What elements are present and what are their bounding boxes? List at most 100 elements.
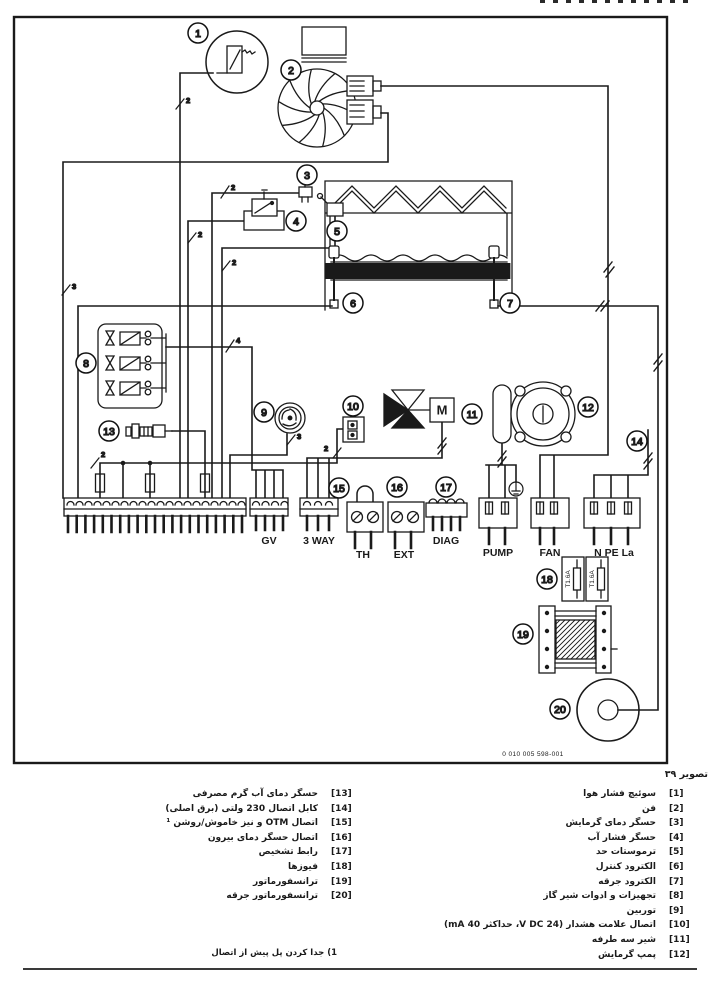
callout-12: 12 [577,396,599,418]
wires [62,72,659,711]
callout-1: 1 [187,22,209,44]
callout-13: 13 [98,420,120,442]
mains-connector: N PE La [583,497,641,559]
legend-item-num: [11] [669,934,690,945]
svg-text:2: 2 [231,183,235,192]
callout-9: 9 [253,401,275,423]
svg-text:2: 2 [324,444,328,453]
svg-text:12: 12 [582,402,594,414]
svg-text:15: 15 [333,483,345,495]
legend-item-text: حسگر فشار آب [587,832,656,843]
svg-text:4: 4 [293,216,299,228]
callout-16: 16 [386,476,408,498]
legend-item: پمپ گرمایش[12] [276,950,696,965]
legend-item: سوئیچ فشار هوا[1] [276,789,696,804]
cable-break-marks [437,261,663,470]
legend-item-text: ترانسفورماتور [252,876,318,887]
svg-text:5: 5 [334,226,340,238]
gas-valve-assembly [97,323,167,409]
svg-text:T1.6A: T1.6A [589,570,596,588]
legend-item-num: [19] [331,876,352,887]
diagram-frame [12,15,669,765]
diagram-code: 0 010 005 598-001 [502,751,564,758]
legend-item-text: شیر سه طرفه [591,934,656,945]
legend-item-text: ترموستات حد [596,847,656,858]
legend-item: رابط تشخیص [17] [6,847,358,862]
heating-pump [492,381,576,447]
gv-connector: GV [249,497,289,547]
svg-text:EXT: EXT [394,549,415,561]
svg-text:4: 4 [236,336,241,345]
legend-item-num: [6] [669,861,684,872]
svg-text:7: 7 [507,298,513,310]
callout-11: 11 [461,403,483,425]
svg-text:2: 2 [101,450,105,459]
pump-connector: PUMP [478,497,518,559]
legend-item: الکترود جرقه[7] [276,877,696,892]
svg-text:T1.6A: T1.6A [565,570,572,588]
svg-text:20: 20 [554,704,566,716]
th-terminal: TH [346,485,384,561]
svg-text:3: 3 [72,282,76,291]
svg-text:2: 2 [186,96,190,105]
callout-3: 3 [296,164,318,186]
svg-text:M: M [437,403,448,418]
clipped-page-header-text [540,0,690,3]
legend-item: کابل اتصال 230 ولتی (برق اصلی) [14] [6,804,358,819]
callout-2: 2 [280,59,302,81]
legend-item-num: [14] [331,803,352,814]
callout-10: 10 [342,395,364,417]
legend-item: اتصال حسگر دمای بیرون[16] [6,833,358,848]
fan [277,26,382,148]
legend-item-num: [7] [669,876,684,887]
svg-text:11: 11 [467,409,478,421]
svg-text:13: 13 [103,426,115,438]
dhw-temp-sensor [125,423,173,439]
legend-item-text: تجهیزات و ادوات شیر گاز [543,891,656,902]
legend-item: توربین[9] [276,906,696,921]
turbine [274,402,306,434]
alarm-connector [342,416,365,443]
svg-text:2: 2 [232,258,236,267]
legend-item: شیر سه طرفه [11] [276,935,696,950]
legend-item: ترانسفورماتور جرقه[20] [6,891,358,906]
legend-item-num: [16] [331,832,352,843]
legend-item-num: [3] [669,818,684,829]
legend-item-num: [20] [331,891,352,902]
svg-text:2: 2 [198,230,202,239]
legend-column-left: حسگر دمای آب گرم مصرفی[13] کابل اتصال 23… [6,789,358,906]
legend-item-num: [17] [331,847,352,858]
legend-item-num: [12] [669,949,690,960]
legend-item: اتصال OTM و نیز خاموش/روشن ¹[15] [6,818,358,833]
three-way-valve: M [383,389,455,429]
svg-text:16: 16 [391,482,403,494]
legend-item-num: [5] [669,847,684,858]
svg-text:8: 8 [83,358,89,370]
callout-6: 6 [342,292,364,314]
legend-item-num: [1] [669,789,684,799]
svg-text:19: 19 [517,629,529,641]
fan-connector: FAN [530,497,570,559]
legend-item-text: کابل اتصال 230 ولتی (برق اصلی) [165,803,318,814]
legend-item: ترموستات حد [5] [276,847,696,862]
callout-20: 20 [549,698,571,720]
legend-item-text: فن [642,803,656,814]
svg-text:3 WAY: 3 WAY [303,535,335,547]
svg-text:6: 6 [350,298,356,310]
three-way-connector: 3 WAY [299,497,339,547]
legend-item-text: رابط تشخیص [258,847,318,858]
legend-item: الکترود کنترل[6] [276,862,696,877]
svg-text:1: 1 [195,28,201,40]
water-pressure-sensor [243,189,285,231]
legend-item-text: اتصال OTM و نیز خاموش/روشن ¹ [166,818,318,829]
figure-caption: تصویر ۳۹ [664,769,708,780]
ext-terminal: EXT [387,501,425,561]
legend-footnote: 1) جدا کردن پل پیش از اتصال [211,948,337,958]
transformer [538,605,618,674]
legend-item: ترانسفورماتور [19] [6,877,358,892]
svg-text:GV: GV [261,535,276,547]
legend-column-right: سوئیچ فشار هوا[1] فن[2] حسگر دمای گرمایش… [276,789,696,964]
control-electrode [328,245,340,309]
svg-text:2: 2 [288,65,294,77]
legend-item-num: [18] [331,861,352,872]
